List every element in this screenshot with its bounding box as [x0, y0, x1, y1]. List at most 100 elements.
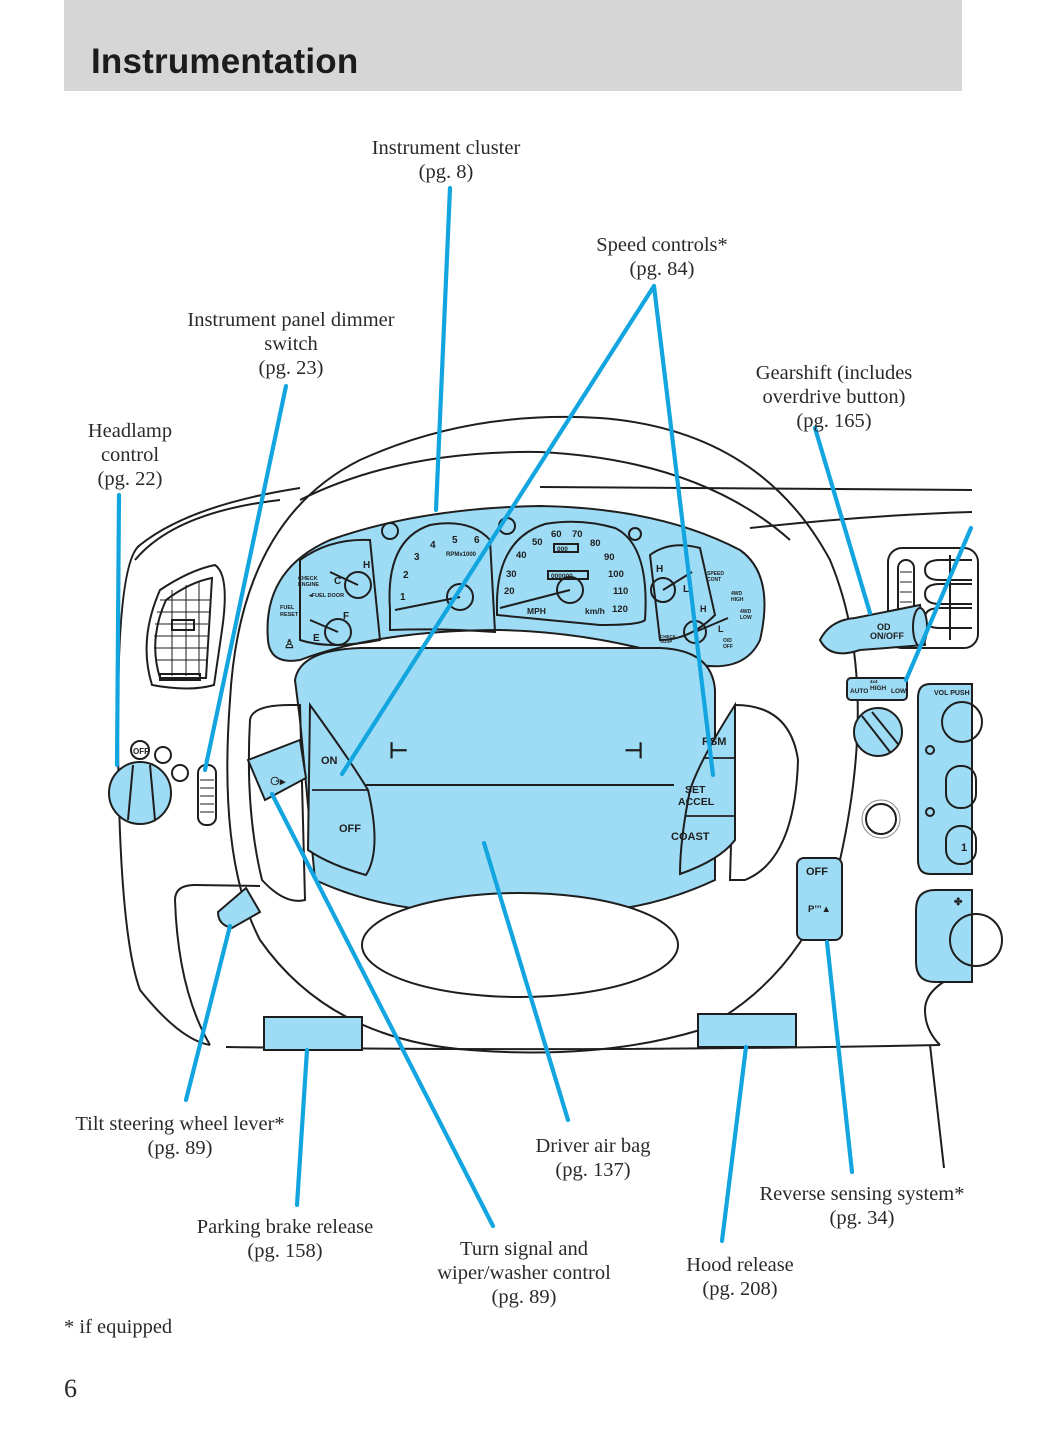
gearshift-lever[interactable]: OD ON/OFF	[818, 603, 928, 655]
leader-dimmer	[202, 383, 289, 773]
speedo-tick-50: 50	[532, 537, 543, 548]
fuel-gauge: F E FUEL RESET ♙	[280, 605, 352, 651]
leader-parking-brake	[294, 1047, 310, 1208]
speedo-tick-80: 80	[590, 538, 601, 549]
page-number: 6	[64, 1374, 77, 1403]
4wd-high-label-2: HIGH	[731, 597, 744, 603]
headlamp-control-knob[interactable]: OFF	[108, 740, 189, 825]
hood-release-handle[interactable]	[697, 1013, 797, 1048]
seatbelt-warning-icon: ♙	[284, 637, 295, 651]
leader-gearshift	[812, 425, 873, 616]
overdrive-indicator-icon	[628, 527, 642, 541]
callout-instrument-cluster: Instrument cluster(pg. 8)	[371, 137, 521, 183]
speedometer: 000000 000 20 30 40 50 60 70 80 90 100 1…	[495, 520, 647, 627]
leader-hood-release	[719, 1044, 749, 1244]
4x4-high-label: HIGH	[870, 685, 887, 692]
speed-cont-label-1: SPEED	[707, 571, 724, 577]
leader-lines	[114, 185, 974, 1244]
od-off-label-1: O/D	[723, 638, 732, 644]
speedo-tick-70: 70	[572, 529, 583, 540]
od-off-label-2: OFF	[723, 644, 733, 650]
4wd-high-label-1: 4WD	[731, 591, 743, 597]
4x4-selector[interactable]: 4x4 AUTO HIGH LOW	[846, 677, 908, 757]
trip-display: 000	[557, 546, 568, 553]
cruise-coast-button[interactable]: COAST	[671, 831, 710, 843]
check-engine-label-2: ENGINE	[298, 582, 319, 588]
climate-fan-knob[interactable]: ✤	[915, 889, 1003, 983]
leader-speed-controls-on	[339, 283, 657, 777]
radio-panel: VOL PUSH 1	[917, 683, 983, 875]
cruise-right-pad: RSM SET ACCEL COAST	[671, 701, 800, 881]
leader-speed-controls-set	[651, 283, 716, 778]
temperature-gauge: H C CHECK ENGINE ◂FUEL DOOR	[298, 538, 382, 646]
check-susp-label-1: CHECK	[660, 634, 677, 639]
horn-icon-right: ⊣	[624, 738, 643, 763]
oil-high-label: H	[656, 564, 663, 575]
left-air-vent	[145, 563, 226, 690]
fuel-reset-label-1: FUEL	[280, 605, 295, 611]
leader-reverse-sensing	[824, 939, 855, 1175]
tach-tick-2: 2	[403, 570, 409, 581]
leader-4x4	[903, 525, 974, 683]
cruise-accel-label[interactable]: ACCEL	[678, 796, 715, 808]
reverse-sensing-off-label: OFF	[806, 866, 828, 878]
check-engine-label-1: CHECK	[298, 576, 318, 582]
volt-low-label: L	[718, 624, 724, 634]
mph-label: MPH	[527, 606, 546, 616]
power-point[interactable]	[861, 799, 901, 839]
4wd-low-label-2: LOW	[740, 615, 752, 621]
leader-air-bag	[481, 840, 571, 1123]
cruise-set-label[interactable]: SET	[685, 784, 706, 796]
leader-headlamp	[114, 492, 122, 768]
wiper-icon: ⚆▸	[270, 776, 286, 788]
callout-hood-release: Hood release(pg. 208)	[686, 1254, 794, 1300]
callout-reverse-sensing: Reverse sensing system*(pg. 34)	[759, 1183, 965, 1229]
fuel-full-label: F	[343, 611, 349, 622]
speedo-tick-90: 90	[604, 552, 615, 563]
steering-hub: ⊢ ⊣	[293, 647, 716, 998]
radio-seek-button[interactable]	[945, 765, 977, 809]
reverse-sensing-icon: P’’’▲	[808, 904, 831, 915]
horn-icon-left: ⊢	[389, 738, 408, 763]
headlamp-on-icon	[171, 764, 189, 782]
cruise-left-pad: ON OFF	[247, 701, 376, 902]
parking-brake-handle[interactable]	[263, 1016, 363, 1051]
fan-icon: ✤	[954, 897, 963, 908]
cruise-on-button[interactable]: ON	[321, 755, 338, 767]
section-header: Instrumentation	[64, 0, 962, 91]
radio-volume-knob[interactable]	[941, 701, 983, 743]
dimmer-thumbwheel[interactable]	[197, 764, 217, 826]
od-button-label-2[interactable]: ON/OFF	[870, 631, 904, 641]
oil-low-label: L	[683, 584, 689, 595]
temp-cold-label: C	[334, 576, 341, 587]
volt-high-label: H	[700, 604, 707, 614]
speedo-tick-40: 40	[516, 550, 527, 561]
leader-instrument-cluster	[433, 185, 453, 513]
radio-preset-button[interactable]	[945, 825, 977, 865]
radio-vol-push-label: VOL PUSH	[934, 690, 970, 697]
check-gauge-warning-icon	[381, 522, 399, 540]
temp-hot-label: H	[363, 560, 370, 571]
tilt-lever[interactable]	[216, 886, 262, 930]
tach-tick-3: 3	[414, 552, 420, 563]
od-button-label-1[interactable]: OD	[877, 622, 891, 632]
cruise-rsm-button[interactable]: RSM	[702, 736, 726, 748]
odometer-display: 000000	[551, 573, 573, 580]
page-title: Instrumentation	[91, 42, 359, 81]
check-susp-label-2: SUSP	[660, 639, 672, 644]
callout-driver-air-bag: Driver air bag(pg. 137)	[535, 1135, 651, 1181]
turn-signal-stalk: ⚆▸	[246, 738, 308, 802]
reverse-sensing-switch[interactable]: OFF P’’’▲	[796, 857, 843, 941]
speed-cont-label-2: CONT	[707, 577, 721, 583]
leader-tilt	[183, 923, 233, 1103]
4wd-low-label-1: 4WD	[740, 609, 752, 615]
callout-speed-controls: Speed controls*(pg. 84)	[596, 234, 728, 280]
tach-tick-1: 1	[400, 592, 406, 603]
tachometer: 1 2 3 4 5 6 RPMx1000	[381, 517, 516, 634]
4x4-title: 4x4	[870, 679, 878, 684]
cruise-off-button[interactable]: OFF	[339, 823, 361, 835]
speedo-tick-20: 20	[504, 586, 515, 597]
